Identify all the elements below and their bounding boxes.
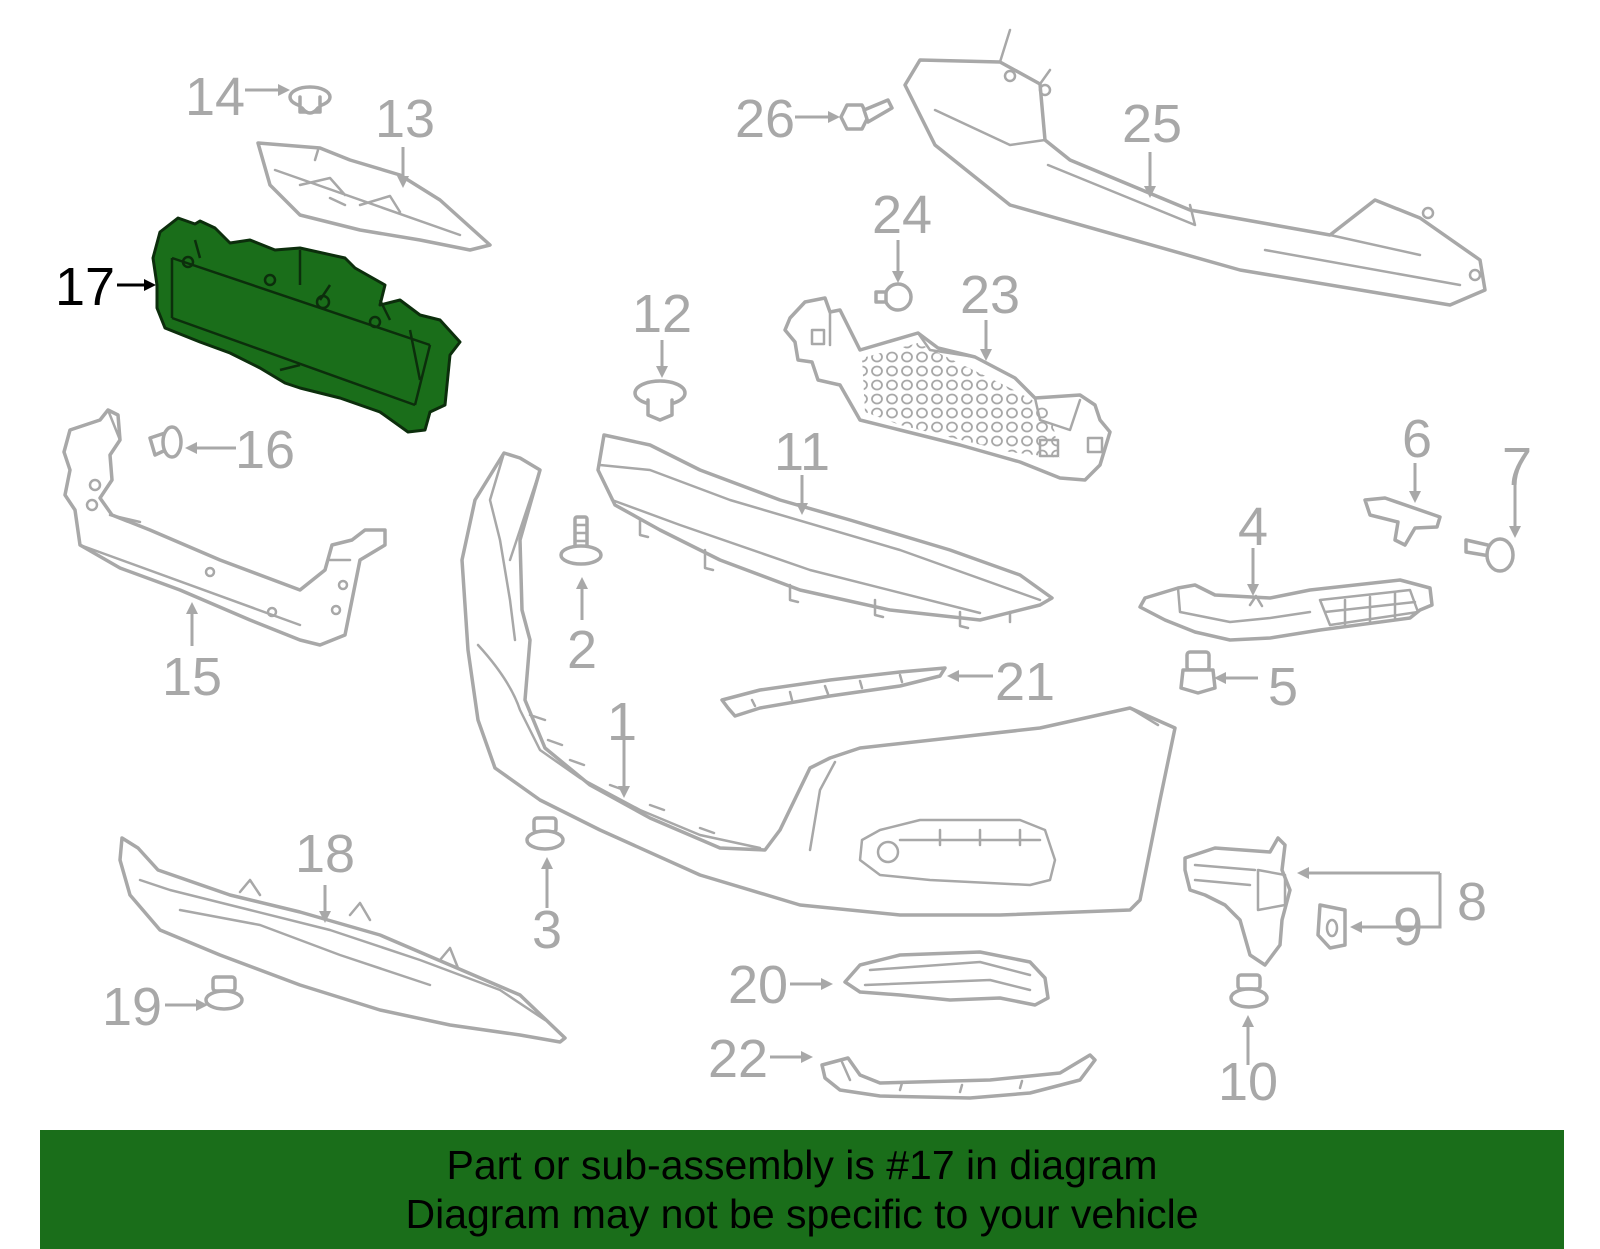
- part-12-clip: [633, 379, 687, 422]
- label-2: 2: [567, 620, 597, 680]
- parts-diagram: 1 2 3 4 5 6 7 8 9 10 11 12 13 14 15 16 1…: [55, 28, 1532, 1112]
- part-8-bracket: [1183, 836, 1292, 967]
- label-26: 26: [735, 89, 795, 149]
- part-13-shape: [256, 141, 492, 252]
- label-10: 10: [1218, 1052, 1278, 1112]
- part-22-strip: [820, 1053, 1097, 1100]
- label-22: 22: [708, 1029, 768, 1089]
- label-12: 12: [632, 284, 692, 344]
- part-1-shape: [460, 451, 1177, 917]
- label-25: 25: [1122, 94, 1182, 154]
- part-4-bracket: [1138, 578, 1434, 642]
- leader-lines: [117, 84, 1521, 1065]
- label-4: 4: [1238, 497, 1268, 557]
- callout-labels: 1 2 3 4 5 6 7 8 9 10 11 12 13 14 15 16 1…: [55, 67, 1532, 1112]
- part-6-bracket: [1363, 496, 1442, 547]
- part-2-bolt: [559, 515, 603, 566]
- label-17: 17: [55, 257, 115, 317]
- label-18: 18: [295, 824, 355, 884]
- part-14-clip: [288, 85, 332, 115]
- info-banner: Part or sub-assembly is #17 in diagram D…: [40, 1130, 1564, 1249]
- part-17-highlighted: [151, 216, 462, 434]
- label-9: 9: [1393, 897, 1423, 957]
- label-24: 24: [872, 185, 932, 245]
- part-5-bolt: [1179, 650, 1217, 695]
- part-9-nut: [1316, 903, 1347, 950]
- part-3-bolt: [525, 816, 565, 851]
- label-23: 23: [960, 265, 1020, 325]
- banner-line-1: Part or sub-assembly is #17 in diagram: [446, 1142, 1158, 1188]
- label-13: 13: [375, 89, 435, 149]
- label-21: 21: [995, 652, 1055, 712]
- part-23-shape: [783, 296, 1112, 482]
- part-19-bolt: [204, 975, 244, 1011]
- label-6: 6: [1402, 409, 1432, 469]
- part-16-clip: [148, 425, 183, 459]
- label-11: 11: [774, 422, 830, 482]
- label-14: 14: [185, 67, 245, 127]
- part-26-bolt: [839, 98, 894, 131]
- part-15-shape: [62, 408, 387, 647]
- part-21-strip: [720, 666, 947, 718]
- part-18-shape: [118, 836, 567, 1044]
- label-20: 20: [728, 955, 788, 1015]
- label-8: 8: [1457, 872, 1487, 932]
- label-19: 19: [102, 977, 162, 1037]
- part-10-bolt: [1229, 973, 1269, 1009]
- label-7: 7: [1502, 437, 1532, 497]
- banner-line-2: Diagram may not be specific to your vehi…: [405, 1191, 1199, 1237]
- part-20-bezel: [843, 950, 1050, 1007]
- part-7-screw: [1464, 537, 1515, 573]
- label-3: 3: [532, 900, 562, 960]
- label-16: 16: [235, 420, 295, 480]
- part-25-shape: [903, 28, 1487, 307]
- label-1: 1: [607, 692, 637, 752]
- label-5: 5: [1268, 657, 1298, 717]
- part-24-bolt: [874, 282, 913, 312]
- label-15: 15: [162, 647, 222, 707]
- part-11-shape: [596, 433, 1054, 630]
